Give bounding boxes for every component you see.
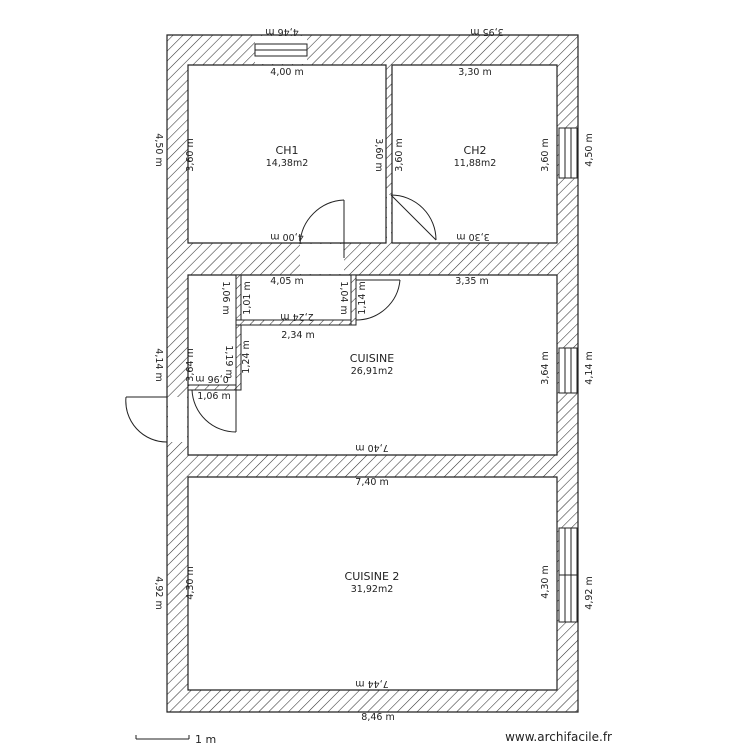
room-area-ch2: 11,88m2 (454, 158, 497, 169)
dim-ch2-right: 3,60 m (540, 138, 551, 171)
window-cuisine (558, 347, 578, 394)
dim-closet-right-inner: 1,14 m (357, 281, 368, 314)
dim-cuisine2-left: 4,30 m (185, 566, 196, 599)
dim-ch2-top: 3,30 m (458, 67, 491, 78)
room-name-cuisine2: CUISINE 2 (345, 570, 400, 583)
dim-cuisine-bottom: 7,40 m (355, 442, 388, 453)
window-ch2 (558, 127, 578, 179)
dim-cuisine-left: 3,64 m (185, 348, 196, 381)
dim-left-outer-bottom: 4,92 m (153, 576, 164, 609)
room-name-ch1: CH1 (276, 144, 299, 157)
dim-right-outer-top: 4,50 m (584, 133, 595, 166)
door-opening-hall (300, 244, 344, 274)
room-name-ch2: CH2 (464, 144, 487, 157)
dim-ch2-bottom: 3,30 m (456, 231, 489, 242)
dim-cuisine2-top: 7,40 m (355, 477, 388, 488)
closet-partitions (187, 274, 357, 391)
room-area-ch1: 14,38m2 (266, 158, 309, 169)
dim-cuisine-top-left: 4,05 m (270, 276, 303, 287)
dim-ch2-left: 3,60 m (394, 138, 405, 171)
scale-bar (135, 735, 190, 740)
dim-closet-left-inner: 1,01 m (242, 281, 253, 314)
door-opening-entry (168, 397, 187, 442)
dim-closet-right-outer: 1,04 m (338, 281, 349, 314)
dim-right-outer-bottom: 4,92 m (584, 576, 595, 609)
room-area-cuisine: 26,91m2 (351, 366, 394, 377)
dim-closet-bottom-outer: 2,34 m (281, 330, 314, 341)
dim-closet-left-outer: 1,06 m (220, 281, 231, 314)
dim-ch1-top: 4,00 m (270, 67, 303, 78)
dim-cuisine2-bottom: 7,44 m (355, 678, 388, 689)
dim-ch1-right: 3,60 m (373, 138, 384, 171)
dim-top-outer-right: 3,95 m (470, 26, 503, 37)
dim-top-outer-left: 4,46 m (265, 26, 298, 37)
window-cuisine2 (558, 527, 578, 623)
dim-cuisine-right: 3,64 m (540, 351, 551, 384)
door-opening-ch2 (387, 195, 391, 240)
walls (166, 34, 579, 713)
room-area-cuisine2: 31,92m2 (351, 584, 394, 595)
dim-right-outer-mid: 4,14 m (584, 351, 595, 384)
scale-label: 1 m (195, 733, 216, 746)
dim-entry-a: 1,19 m (223, 345, 234, 378)
dim-left-outer-mid: 4,14 m (153, 348, 164, 381)
watermark: www.archifacile.fr (505, 730, 612, 744)
dim-ch1-bottom: 4,00 m (270, 231, 303, 242)
dim-ch1-left: 3,60 m (185, 138, 196, 171)
dim-total-bottom: 8,46 m (361, 712, 394, 723)
room-name-cuisine: CUISINE (350, 352, 394, 365)
dim-cuisine2-right: 4,30 m (540, 565, 551, 598)
dim-entry-b: 1,24 m (241, 340, 252, 373)
window-top (254, 43, 308, 57)
dim-cuisine-top-right: 3,35 m (455, 276, 488, 287)
dim-entry-c: 0,96 m (195, 373, 228, 384)
dim-left-outer-top: 4,50 m (153, 133, 164, 166)
dim-entry-d: 1,06 m (197, 391, 230, 402)
door-swings (125, 194, 437, 443)
dim-closet-bottom-inner: 2,24 m (280, 311, 313, 322)
